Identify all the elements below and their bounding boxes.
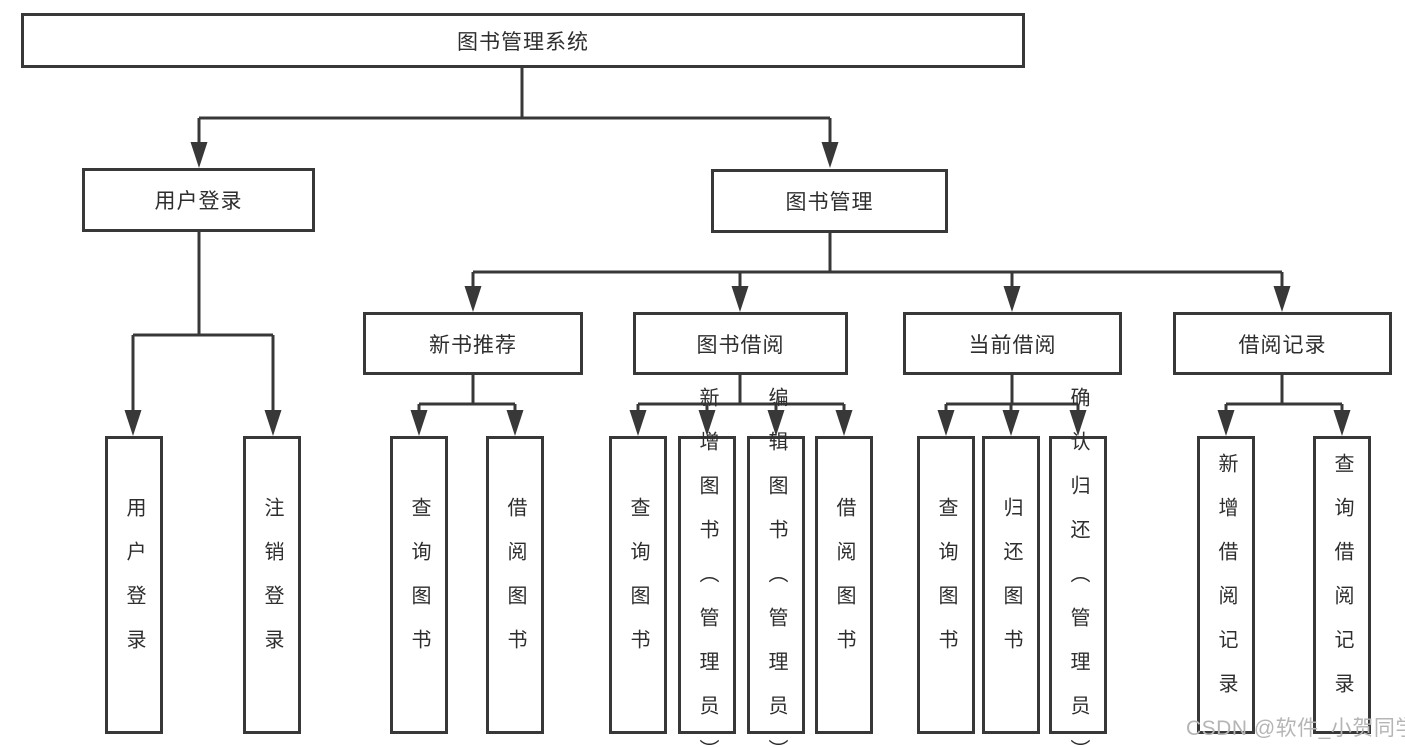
connector-new-book (417, 375, 517, 428)
connector-user-login (131, 232, 275, 428)
node-new-book-recommend-label: 新书推荐 (429, 333, 517, 357)
leaf-query-book-current-label: 查询图书 (935, 497, 957, 673)
leaf-query-book-recommend: 查询图书 (390, 436, 448, 734)
leaf-edit-book-admin-label: 编辑图书（管理员） (765, 387, 787, 747)
node-root: 图书管理系统 (21, 13, 1025, 68)
leaf-borrow-book-recommend-label: 借阅图书 (504, 497, 526, 673)
csdn-watermark: CSDN @软件_小贺同学 (1186, 717, 1405, 740)
leaf-confirm-return-admin: 确认归还（管理员） (1049, 387, 1107, 747)
leaf-confirm-return-admin-label: 确认归还（管理员） (1067, 387, 1089, 747)
connector-root (197, 66, 832, 160)
node-book-management-label: 图书管理 (785, 191, 874, 214)
leaf-logout: 注销登录 (243, 436, 301, 734)
leaf-query-book-borrow: 查询图书 (609, 436, 667, 734)
leaf-add-borrow-record: 新增借阅记录 (1197, 436, 1255, 734)
leaf-user-login: 用户登录 (105, 436, 163, 734)
leaf-query-book-borrow-label: 查询图书 (627, 497, 649, 673)
connector-book-borrow (636, 375, 846, 428)
leaf-user-login-label: 用户登录 (123, 497, 145, 673)
leaf-add-borrow-record-label: 新增借阅记录 (1215, 453, 1237, 717)
leaf-borrow-book: 借阅图书 (815, 436, 873, 734)
leaf-logout-label: 注销登录 (261, 497, 283, 673)
node-user-login: 用户登录 (82, 168, 315, 232)
node-root-label: 图书管理系统 (457, 30, 589, 54)
leaf-query-book-recommend-label: 查询图书 (408, 497, 430, 673)
node-current-borrow-label: 当前借阅 (968, 333, 1057, 357)
leaf-return-book: 归还图书 (982, 436, 1040, 734)
leaf-query-borrow-record: 查询借阅记录 (1313, 436, 1371, 734)
leaf-query-book-current: 查询图书 (917, 436, 975, 734)
arrowhead-icons (124, 142, 1351, 436)
node-borrow-record: 借阅记录 (1173, 312, 1392, 375)
leaf-borrow-book-recommend: 借阅图书 (486, 436, 544, 734)
node-book-management: 图书管理 (711, 169, 948, 233)
leaf-add-book-admin-label: 新增图书（管理员） (696, 387, 718, 747)
node-user-login-label: 用户登录 (154, 190, 243, 213)
connector-borrow-record (1224, 375, 1344, 428)
connector-book-management (471, 233, 1284, 304)
node-current-borrow: 当前借阅 (903, 312, 1122, 375)
leaf-edit-book-admin: 编辑图书（管理员） (747, 387, 805, 747)
leaf-add-book-admin: 新增图书（管理员） (678, 387, 736, 747)
node-book-borrow: 图书借阅 (633, 312, 848, 375)
node-borrow-record-label: 借阅记录 (1238, 333, 1327, 357)
leaf-return-book-label: 归还图书 (1000, 497, 1022, 673)
leaf-query-borrow-record-label: 查询借阅记录 (1331, 453, 1353, 717)
leaf-borrow-book-label: 借阅图书 (833, 497, 855, 673)
node-new-book-recommend: 新书推荐 (363, 312, 583, 375)
node-book-borrow-label: 图书借阅 (696, 333, 785, 357)
